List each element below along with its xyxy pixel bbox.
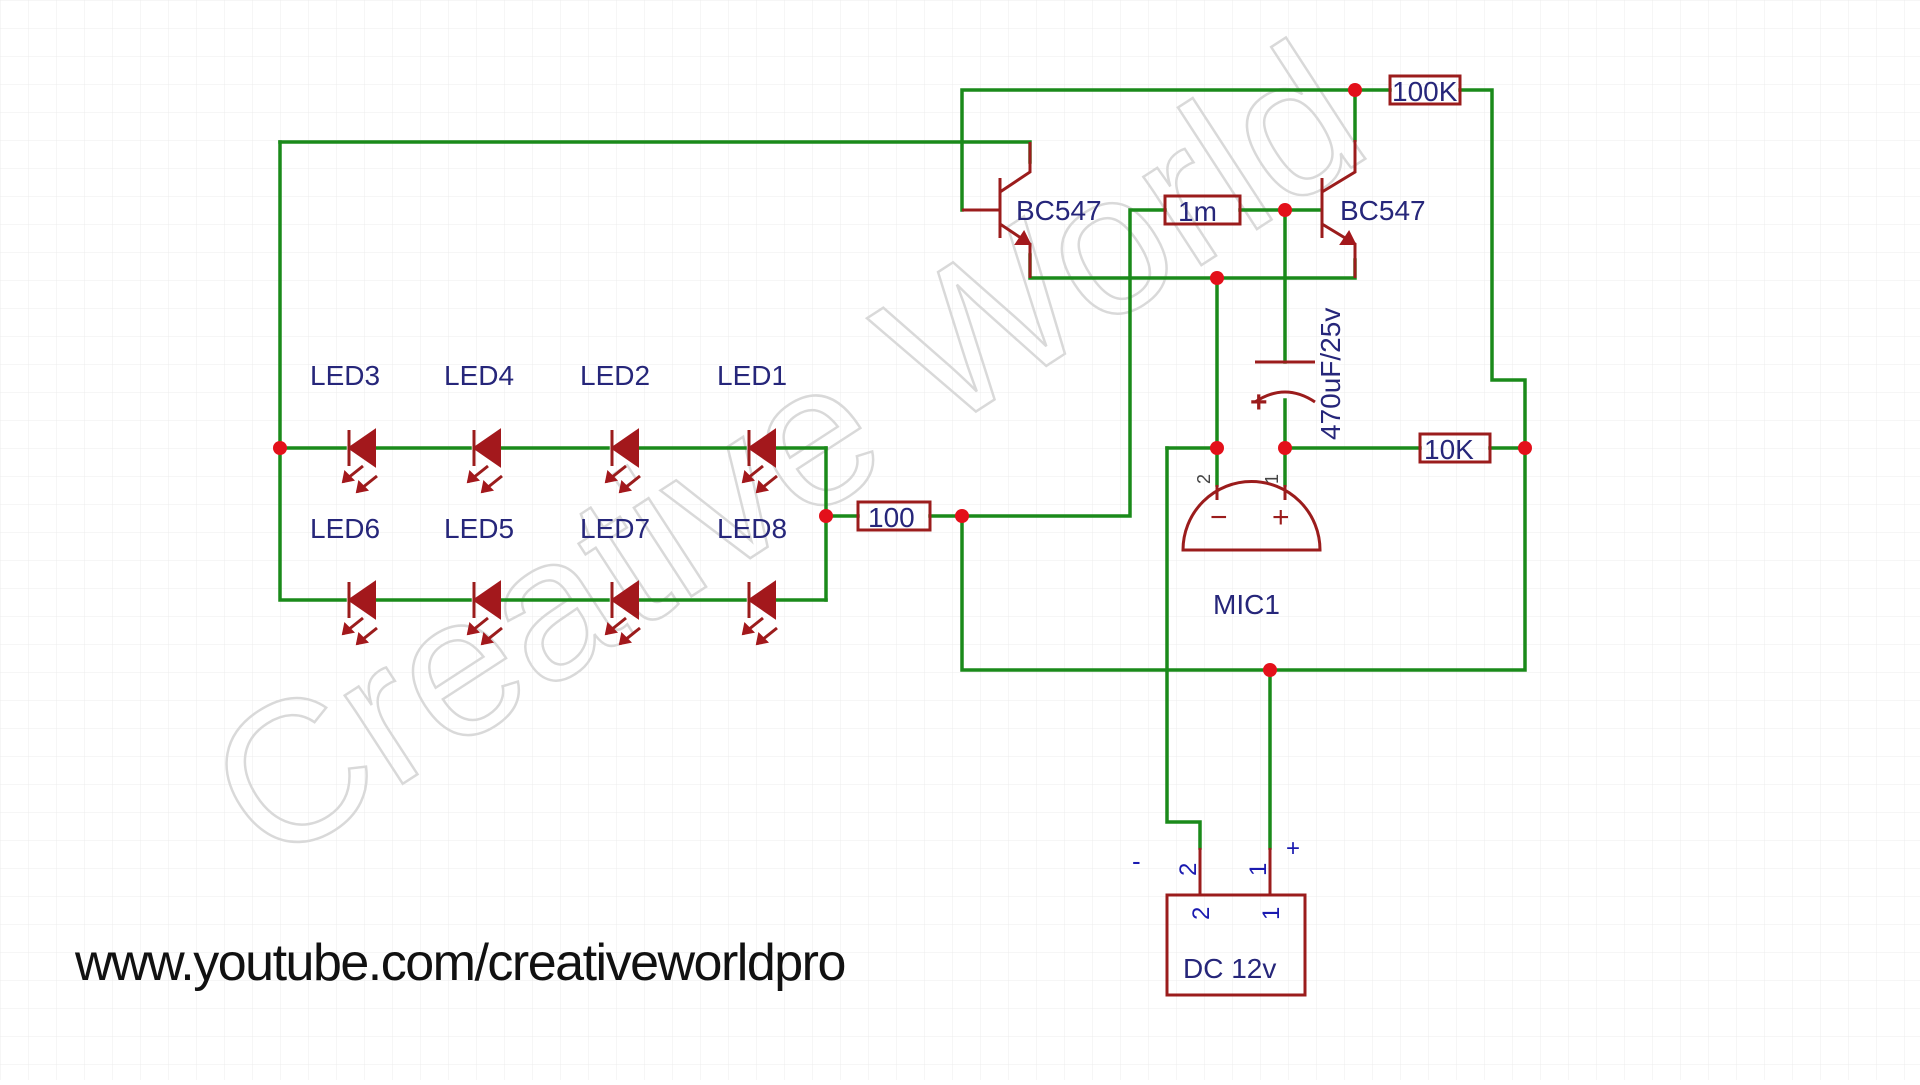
transistor-q2: BC547 [1320,140,1426,278]
power-minus-sign: - [1132,846,1141,876]
junction-dot [273,441,287,455]
junction-dot [819,509,833,523]
mic-pin2: 2 [1194,474,1214,484]
resistor-1m: 1m [1163,194,1242,227]
led-label-led3: LED3 [310,360,380,391]
microphone-mic1: − + MIC1 2 1 [1181,474,1322,620]
power-label: DC 12v [1183,953,1276,984]
led-array [341,428,778,646]
led-led7 [604,580,641,646]
led-label-led5: LED5 [444,513,514,544]
led-led1 [741,428,778,494]
resistor-1m-label: 1m [1178,196,1217,227]
resistor-10k: 10K [1418,432,1492,465]
junction-dot [955,509,969,523]
junction-dot [1348,83,1362,97]
led-led4 [466,428,503,494]
led-label-led2: LED2 [580,360,650,391]
junction-dot [1518,441,1532,455]
power-connector: 2 1 2 1 - + DC 12v [1132,835,1307,997]
transistor-q2-label: BC547 [1340,195,1426,226]
transistor-q1-label: BC547 [1016,195,1102,226]
junction-dot [1263,663,1277,677]
led-led6 [341,580,378,646]
junction-dot [1278,203,1292,217]
transistor-q1: BC547 [962,142,1102,278]
led-led8 [741,580,778,646]
power-plus-sign: + [1286,835,1300,862]
led-led3 [341,428,378,494]
led-label-led1: LED1 [717,360,787,391]
power-pin1-inner: 1 [1258,907,1285,920]
junction-dot [1210,441,1224,455]
led-led5 [466,580,503,646]
capacitor-plus-sign: + [1250,386,1268,419]
mic-label: MIC1 [1213,589,1280,620]
mic-pin1: 1 [1262,474,1282,484]
led-label-led7: LED7 [580,513,650,544]
power-pin2-inner: 2 [1188,907,1215,920]
mic-plus-sign: + [1272,501,1290,534]
resistor-100k: 100K [1388,74,1462,107]
capacitor-label: 470uF/25v [1315,308,1346,440]
resistor-10k-label: 10K [1424,434,1474,465]
capacitor-470uf: + 470uF/25v [1250,308,1346,440]
led-led2 [604,428,641,494]
led-label-led4: LED4 [444,360,514,391]
junction-dot [1278,441,1292,455]
led-label-led8: LED8 [717,513,787,544]
power-pin2-outer: 2 [1175,863,1202,876]
youtube-url: www.youtube.com/creativeworldpro [74,934,845,992]
resistor-100: 100 [856,500,932,533]
mic-minus-sign: − [1210,501,1228,534]
resistor-100-label: 100 [868,502,915,533]
junction-dot [1210,271,1224,285]
junctions [273,83,1532,677]
resistor-100k-label: 100K [1392,76,1458,107]
led-label-led6: LED6 [310,513,380,544]
power-pin1-outer: 1 [1245,863,1272,876]
